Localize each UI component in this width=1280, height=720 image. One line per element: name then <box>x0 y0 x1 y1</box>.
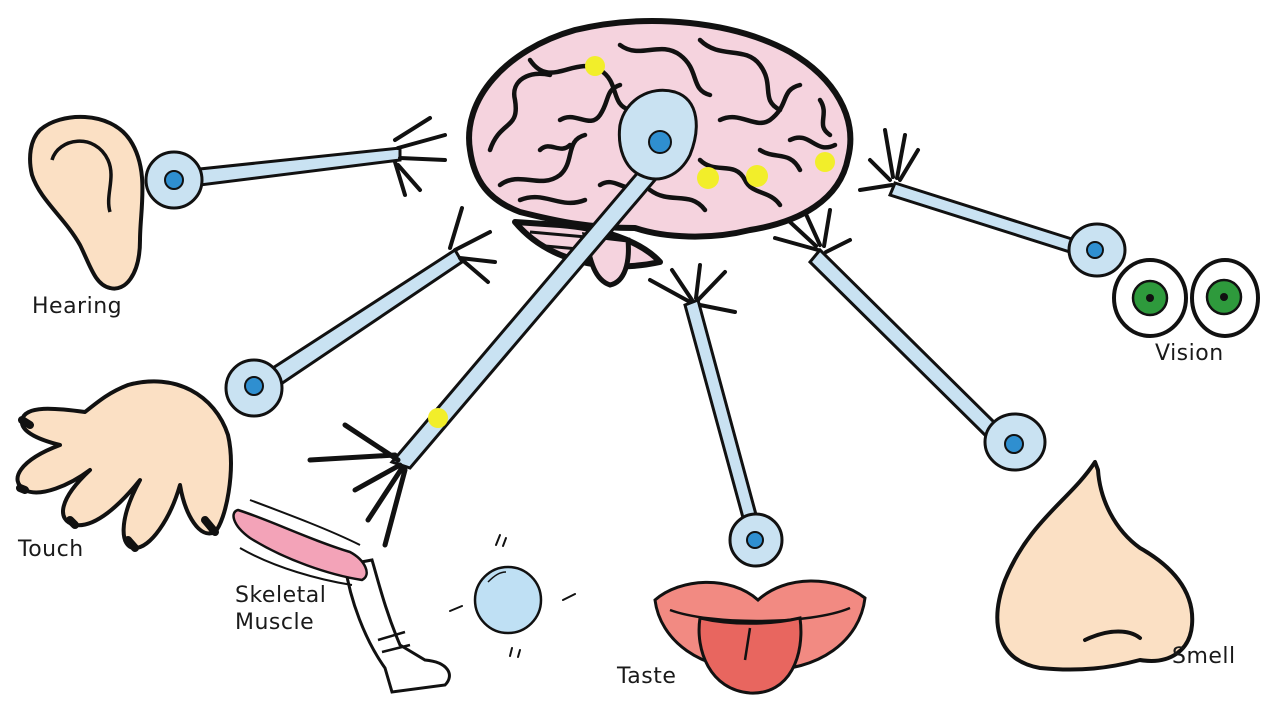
neuron-icon <box>144 116 447 210</box>
hand-icon <box>15 379 233 552</box>
neuron-icon <box>224 206 497 418</box>
ball-icon <box>449 534 576 658</box>
label-hearing: Hearing <box>32 294 123 319</box>
ear-icon <box>28 114 145 291</box>
eyes-icon <box>1112 258 1260 338</box>
label-taste: Taste <box>617 664 677 689</box>
spark-icon <box>428 408 448 428</box>
label-smell: Smell <box>1172 644 1236 669</box>
neuron-icon <box>307 88 698 548</box>
label-touch: Touch <box>18 537 84 562</box>
label-vision: Vision <box>1155 341 1224 366</box>
spark-icon <box>585 56 835 189</box>
nose-icon <box>995 460 1195 672</box>
label-skeletal: Skeletal <box>235 583 327 608</box>
mouth-icon <box>653 579 867 695</box>
label-muscle: Muscle <box>235 610 315 635</box>
label-skeletal-muscle: Skeletal Muscle <box>235 582 326 636</box>
muscle-icon <box>232 508 368 582</box>
neuron-icon <box>858 128 1127 278</box>
neuron-icon <box>648 263 784 568</box>
neuron-icon <box>773 208 1047 472</box>
leg-icon <box>232 499 451 694</box>
